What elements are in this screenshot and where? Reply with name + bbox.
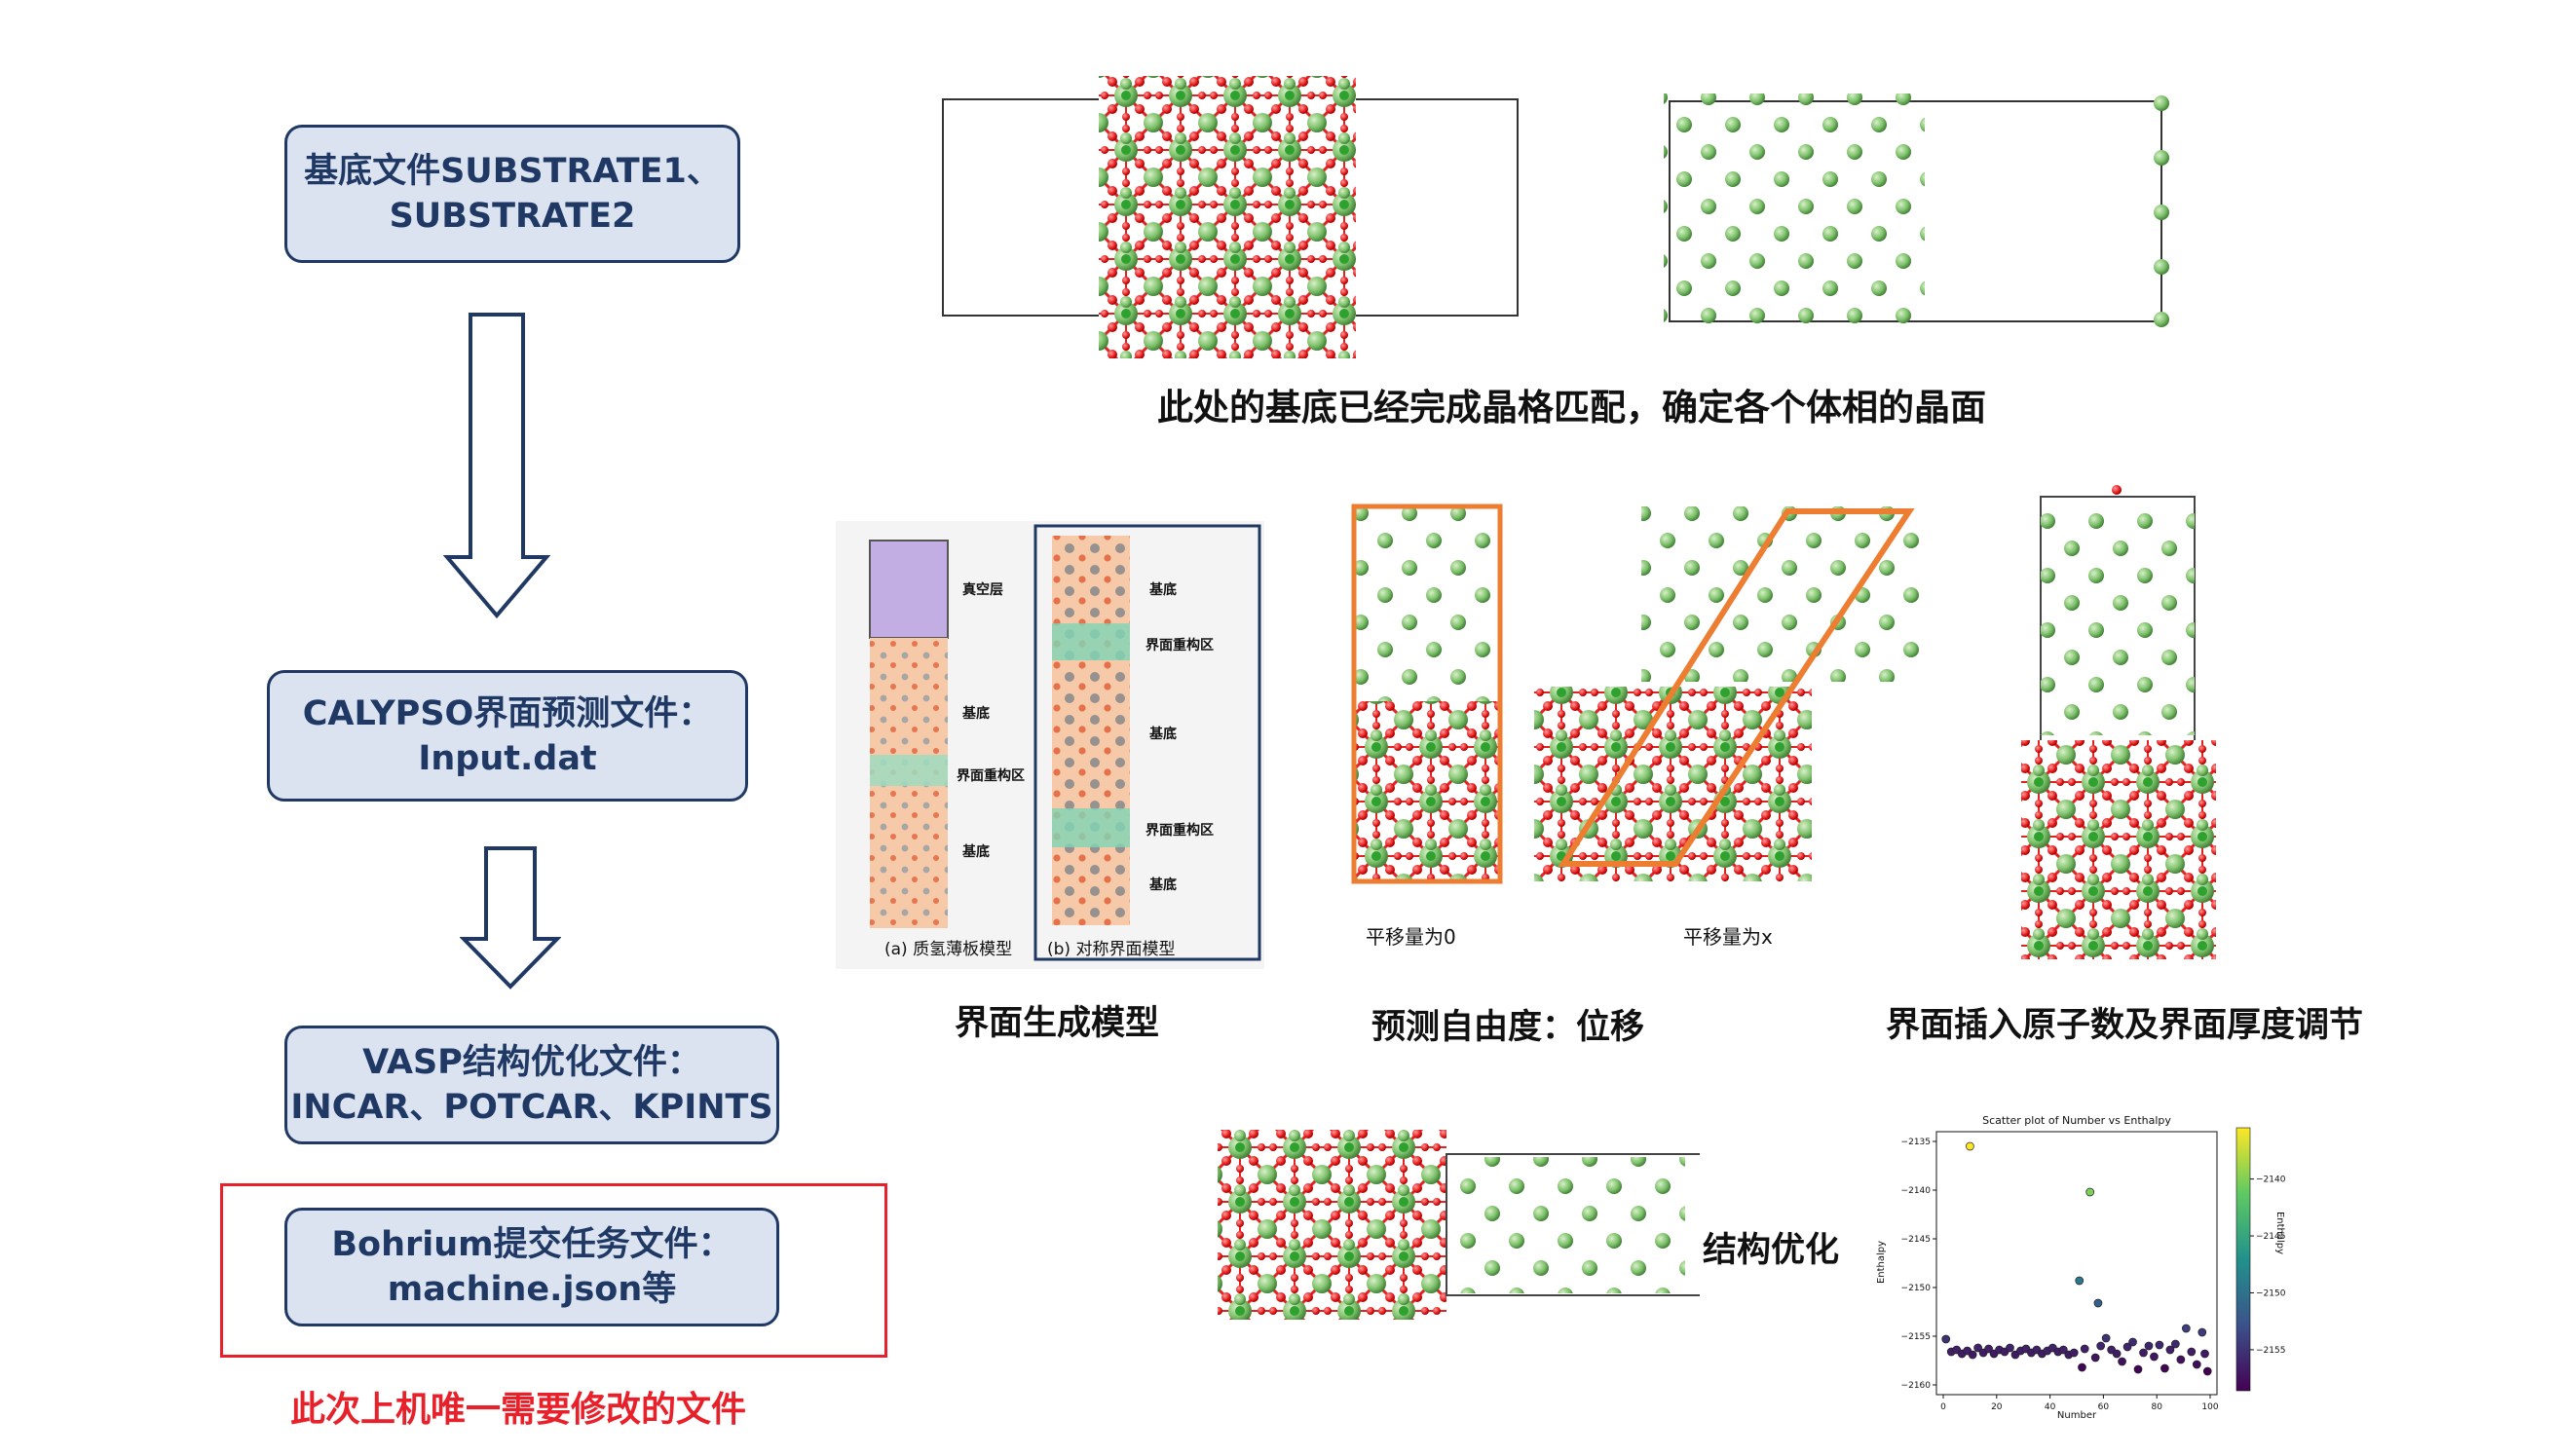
y-axis-label: Enthalpy bbox=[1876, 1241, 1887, 1284]
scatter-point bbox=[2006, 1343, 2014, 1353]
substrate-files-line2: SUBSTRATE2 bbox=[389, 197, 636, 236]
substrate-files-box: 基底文件SUBSTRATE1、 SUBSTRATE2 bbox=[284, 125, 740, 263]
model-label-recon-a: 界面重构区 bbox=[957, 768, 1025, 784]
scatter-point bbox=[2187, 1347, 2197, 1357]
scatter-point bbox=[1984, 1344, 1993, 1354]
scatter-point bbox=[2171, 1339, 2180, 1349]
scatter-point bbox=[2122, 1342, 2132, 1352]
down-arrow-1 bbox=[443, 313, 550, 618]
interface-model-caption: 界面生成模型 bbox=[955, 1004, 1160, 1043]
chart-title: Scatter plot of Number vs Enthalpy bbox=[1982, 1114, 2171, 1127]
scatter-point bbox=[2090, 1353, 2100, 1363]
x-tick-label: 20 bbox=[1991, 1402, 2003, 1412]
scatter-point bbox=[2181, 1324, 2191, 1333]
scatter-point bbox=[1966, 1141, 1974, 1151]
insertion-caption: 界面插入原子数及界面厚度调节 bbox=[1886, 1006, 2364, 1045]
model-caption-a: (a) 质氢薄板模型 bbox=[884, 940, 1013, 959]
model-label-vacuum: 真空层 bbox=[962, 582, 1003, 598]
substrate1-structure bbox=[942, 76, 1519, 358]
substrate-files-line1: 基底文件SUBSTRATE1、 bbox=[304, 152, 721, 191]
shift-x-label: 平移量为x bbox=[1683, 925, 1773, 949]
scatter-point bbox=[2192, 1360, 2201, 1369]
x-tick-label: 80 bbox=[2151, 1402, 2162, 1412]
y-tick-label: −2140 bbox=[1901, 1186, 1932, 1196]
substrate2-structure bbox=[1664, 93, 2169, 333]
optimization-caption: 结构优化 bbox=[1703, 1231, 1840, 1270]
model-label-substrate-b1: 基底 bbox=[1149, 582, 1177, 598]
model-label-recon-b2: 界面重构区 bbox=[1146, 823, 1214, 839]
freedom-caption: 预测自由度：位移 bbox=[1371, 1008, 1645, 1047]
scatter-point bbox=[2202, 1366, 2212, 1376]
scatter-point bbox=[2128, 1337, 2137, 1347]
scatter-point bbox=[2144, 1341, 2154, 1351]
bohrium-files-box: Bohrium提交任务文件： machine.json等 bbox=[284, 1208, 779, 1326]
scatter-point bbox=[1968, 1350, 1977, 1360]
substrate-caption: 此处的基底已经完成晶格匹配，确定各个体相的晶面 bbox=[1157, 387, 1986, 429]
model-label-substrate-a: 基底 bbox=[962, 706, 990, 722]
scatter-point bbox=[2150, 1352, 2159, 1362]
modify-note: 此次上机唯一需要修改的文件 bbox=[290, 1390, 747, 1430]
y-tick-label: −2160 bbox=[1901, 1381, 1932, 1391]
scatter-point bbox=[2118, 1357, 2126, 1366]
optimized-structure bbox=[1218, 1130, 1700, 1320]
vasp-files-line2: INCAR、POTCAR、KPINTS bbox=[290, 1088, 773, 1127]
calypso-files-box: CALYPSO界面预测文件： Input.dat bbox=[267, 670, 748, 802]
scatter-point bbox=[2133, 1364, 2143, 1374]
scatter-point bbox=[2197, 1327, 2207, 1337]
scatter-point bbox=[2080, 1344, 2089, 1354]
colorbar-tick-label: −2150 bbox=[2256, 1288, 2286, 1298]
calypso-files-line1: CALYPSO界面预测文件： bbox=[302, 693, 713, 733]
scatter-point bbox=[2155, 1340, 2164, 1350]
x-tick-label: 100 bbox=[2201, 1402, 2218, 1412]
colorbar-gradient bbox=[2235, 1127, 2251, 1392]
colorbar-tick-label: −2145 bbox=[2256, 1232, 2285, 1242]
scatter-point bbox=[1973, 1343, 1982, 1353]
scatter-point bbox=[1941, 1334, 1951, 1344]
shift-zero-structure bbox=[1351, 504, 1503, 884]
scatter-point bbox=[2085, 1187, 2095, 1197]
y-tick-label: −2155 bbox=[1901, 1332, 1931, 1342]
interface-model-figure bbox=[836, 521, 1264, 969]
scatter-point bbox=[2093, 1298, 2103, 1308]
y-tick-label: −2145 bbox=[1901, 1235, 1931, 1245]
model-label-substrate-a2: 基底 bbox=[962, 844, 990, 860]
x-tick-label: 60 bbox=[2098, 1402, 2110, 1412]
calypso-files-line2: Input.dat bbox=[418, 738, 597, 778]
enthalpy-scatter-chart: Scatter plot of Number vs Enthalpy Numbe… bbox=[1876, 1114, 2286, 1421]
scatter-point bbox=[2069, 1348, 2079, 1358]
highlight-frame bbox=[220, 1183, 887, 1358]
vasp-files-box: VASP结构优化文件： INCAR、POTCAR、KPINTS bbox=[284, 1026, 779, 1144]
model-label-recon-b1: 界面重构区 bbox=[1146, 638, 1214, 653]
vasp-files-line1: VASP结构优化文件： bbox=[362, 1043, 701, 1082]
scatter-point bbox=[2176, 1355, 2186, 1364]
y-tick-label: −2150 bbox=[1901, 1284, 1932, 1293]
scatter-point bbox=[2160, 1363, 2169, 1373]
scatter-point bbox=[2112, 1349, 2122, 1359]
bohrium-files-line2: machine.json等 bbox=[387, 1270, 677, 1309]
x-axis-label: Number bbox=[2057, 1410, 2097, 1421]
bohrium-files-line1: Bohrium提交任务文件： bbox=[331, 1225, 732, 1264]
x-tick-label: 40 bbox=[2045, 1402, 2056, 1412]
model-label-substrate-b2: 基底 bbox=[1149, 727, 1177, 742]
scatter-point bbox=[2096, 1341, 2106, 1351]
x-tick-label: 0 bbox=[1940, 1402, 1946, 1412]
colorbar-label: Enthalpy bbox=[2274, 1212, 2285, 1254]
scatter-point bbox=[2058, 1345, 2068, 1355]
colorbar-tick-label: −2155 bbox=[2256, 1346, 2285, 1356]
scatter-point bbox=[2101, 1333, 2111, 1343]
colorbar-tick-label: −2140 bbox=[2256, 1176, 2286, 1185]
shift-zero-label: 平移量为0 bbox=[1366, 925, 1456, 949]
scatter-point bbox=[2139, 1348, 2148, 1358]
down-arrow-2 bbox=[460, 846, 561, 989]
model-caption-b: (b) 对称界面模型 bbox=[1047, 940, 1176, 959]
scatter-point bbox=[2165, 1345, 2175, 1355]
scatter-point bbox=[2200, 1349, 2209, 1359]
shift-x-structure bbox=[1534, 506, 1919, 881]
scatter-point bbox=[2078, 1363, 2086, 1372]
model-label-substrate-b3: 基底 bbox=[1149, 877, 1177, 893]
insertion-structure bbox=[2021, 485, 2216, 959]
scatter-point bbox=[2075, 1276, 2085, 1286]
y-tick-label: −2135 bbox=[1901, 1138, 1931, 1147]
